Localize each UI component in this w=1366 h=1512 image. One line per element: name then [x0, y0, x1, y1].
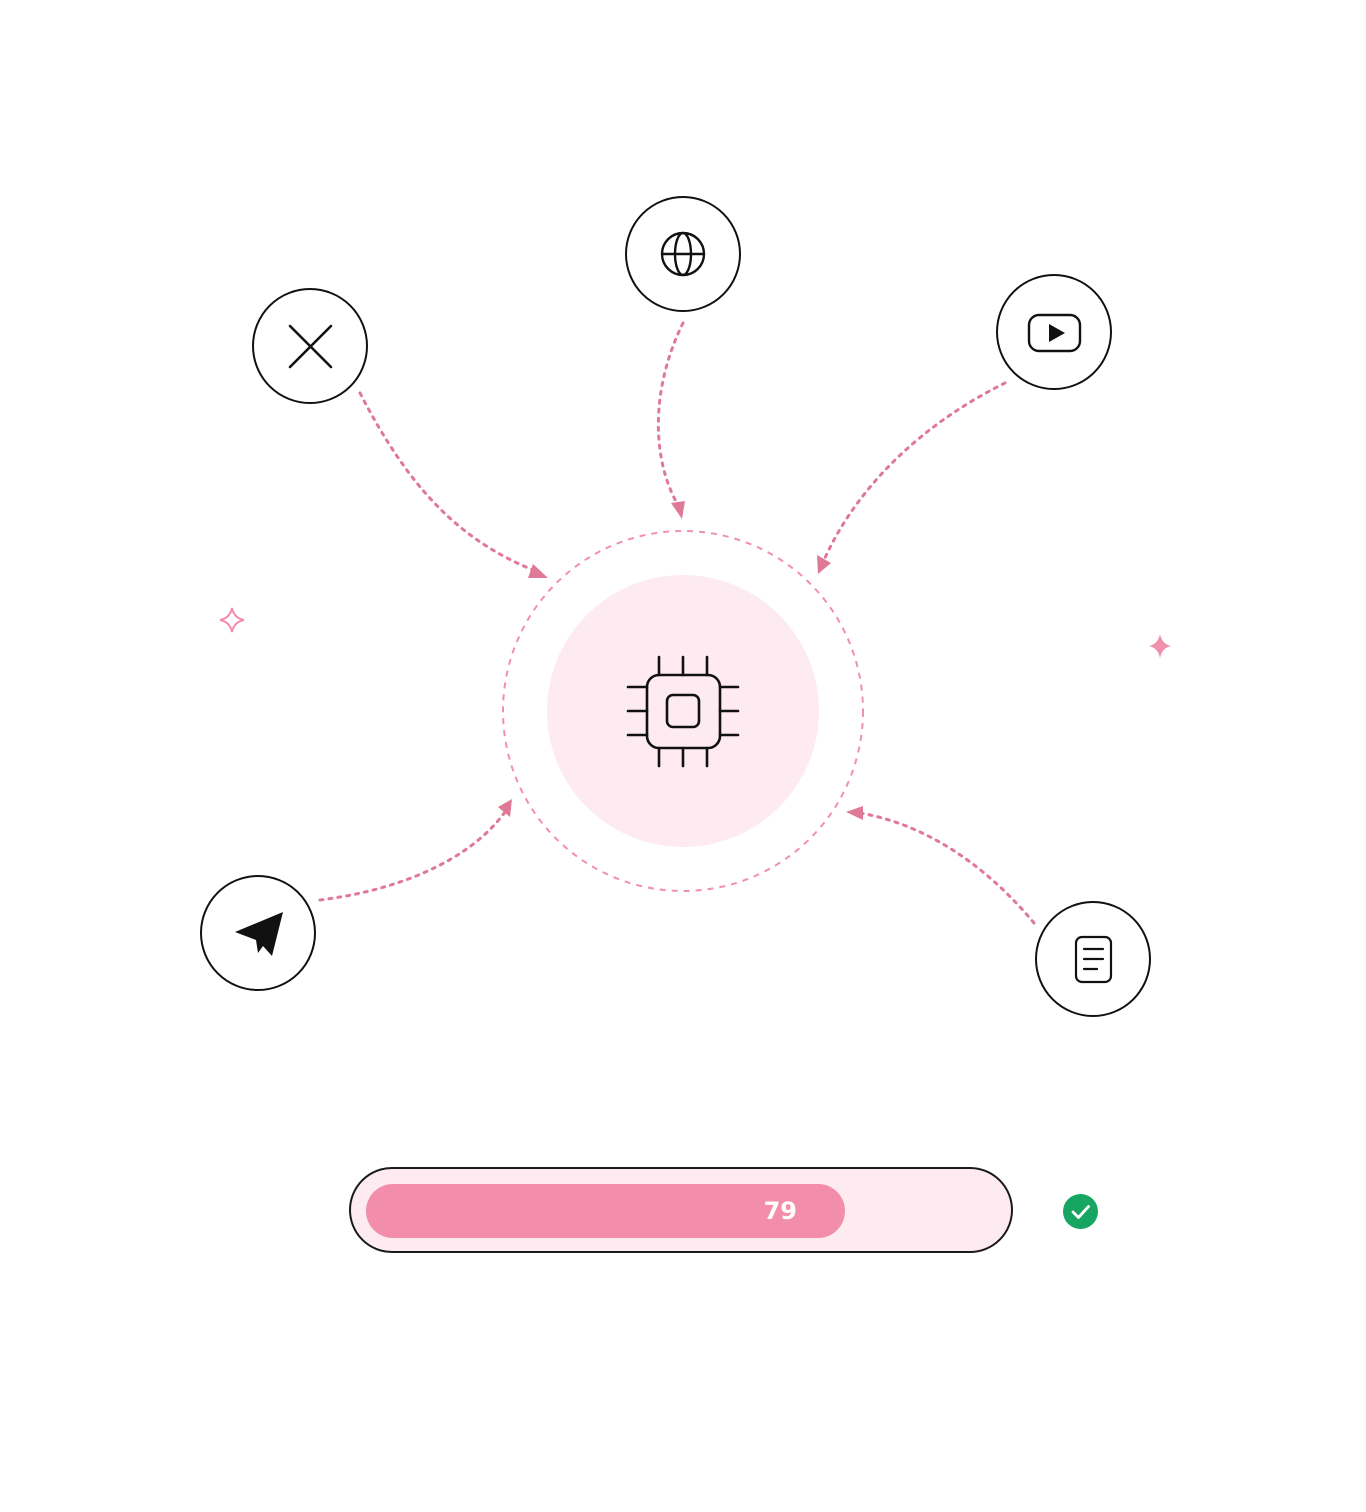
arrowhead-doc: [846, 806, 863, 820]
check-circle-icon: [1063, 1194, 1098, 1229]
node-x: [252, 288, 368, 404]
node-youtube: [996, 274, 1112, 390]
connector-plane: [318, 810, 507, 902]
document-icon: [1074, 935, 1113, 984]
connector-doc: [858, 811, 1036, 925]
globe-icon: [660, 231, 706, 277]
node-document: [1035, 901, 1151, 1017]
youtube-play-icon: [1027, 313, 1082, 353]
x-icon: [288, 324, 333, 369]
arrowhead-youtube: [817, 555, 831, 574]
connector-globe: [656, 321, 685, 507]
arrowhead-globe: [671, 501, 685, 519]
node-globe: [625, 196, 741, 312]
progress-value: 79: [763, 1197, 797, 1225]
arrowhead-x: [528, 564, 548, 578]
connector-youtube: [822, 381, 1007, 562]
integration-diagram: [200, 196, 1171, 1017]
arrowhead-plane: [498, 799, 512, 817]
sparkle-filled-icon: [1149, 634, 1171, 658]
node-plane: [200, 875, 316, 991]
progress-fill: 79: [366, 1184, 845, 1238]
paper-plane-icon: [235, 912, 283, 956]
central-hub: [502, 530, 864, 892]
progress-bar: 79: [349, 1167, 1013, 1253]
connector-x: [358, 391, 535, 572]
sparkle-outline-icon: [219, 607, 245, 633]
hub-ring: [502, 530, 864, 892]
cpu-chip-icon: [626, 655, 740, 768]
hub-fill: [547, 575, 819, 847]
